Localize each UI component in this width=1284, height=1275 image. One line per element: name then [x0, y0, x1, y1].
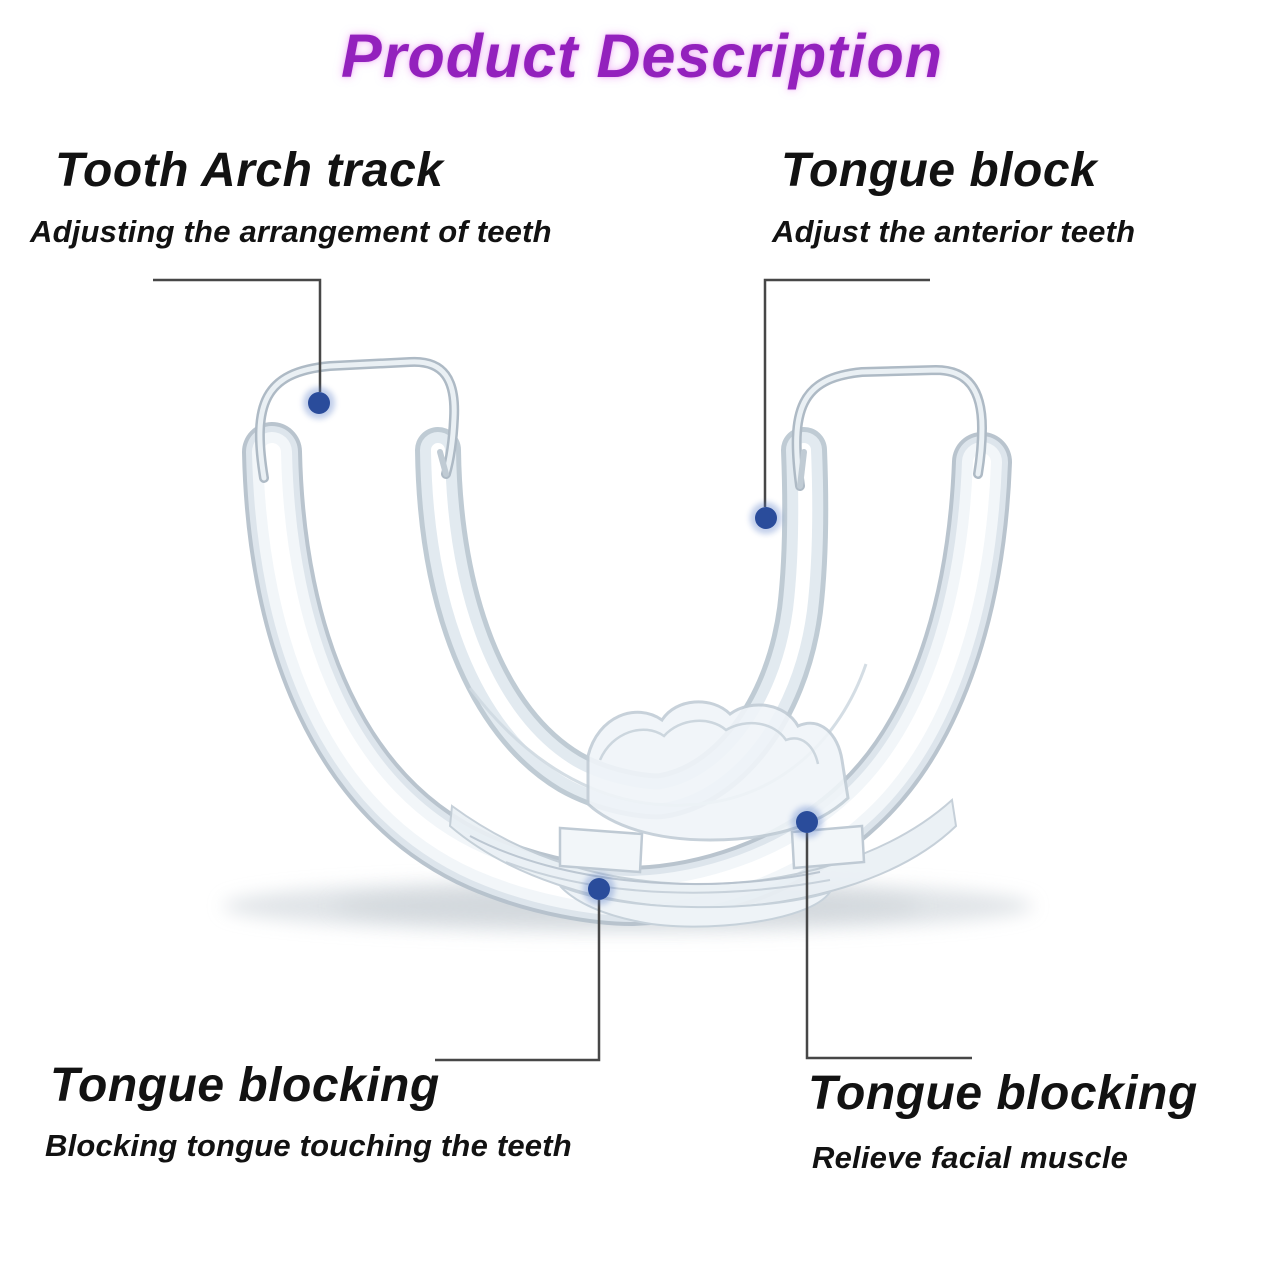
page-title: Product Description	[341, 22, 943, 90]
callout-heading-tongue-block: Tongue block	[781, 144, 1098, 197]
callout-heading-tongue-blocking-right: Tongue blocking	[808, 1067, 1198, 1120]
callout-line-tooth-arch-track	[153, 278, 322, 392]
callout-line-tongue-blocking-left	[435, 900, 601, 1062]
callout-dot-tongue-block	[755, 507, 777, 529]
callout-lines	[153, 278, 972, 1062]
callout-subheading-tooth-arch-track: Adjusting the arrangement of teeth	[30, 214, 552, 249]
callout-subheading-tongue-block: Adjust the anterior teeth	[772, 214, 1136, 249]
callout-dots	[303, 387, 823, 905]
trainer-outer-arch	[242, 422, 1012, 927]
dental-trainer	[242, 356, 1012, 928]
callout-heading-tongue-blocking-left: Tongue blocking	[50, 1059, 440, 1112]
trainer-right-loop	[791, 364, 988, 491]
callout-heading-tooth-arch-track: Tooth Arch track	[55, 144, 444, 197]
callout-line-tongue-block	[763, 278, 930, 507]
callout-subheading-tongue-blocking-right: Relieve facial muscle	[812, 1140, 1129, 1175]
callout-dot-tooth-arch-track	[308, 392, 330, 414]
trainer-left-loop	[254, 356, 460, 483]
callout-dot-tongue-blocking-right	[796, 811, 818, 833]
callout-subheading-tongue-blocking-left: Blocking tongue touching the teeth	[45, 1128, 572, 1163]
callout-dot-tongue-blocking-left	[588, 878, 610, 900]
trainer-tongue-guard	[586, 700, 850, 842]
callout-line-tongue-blocking-right	[805, 833, 972, 1060]
trainer-lower-tray	[448, 798, 958, 928]
